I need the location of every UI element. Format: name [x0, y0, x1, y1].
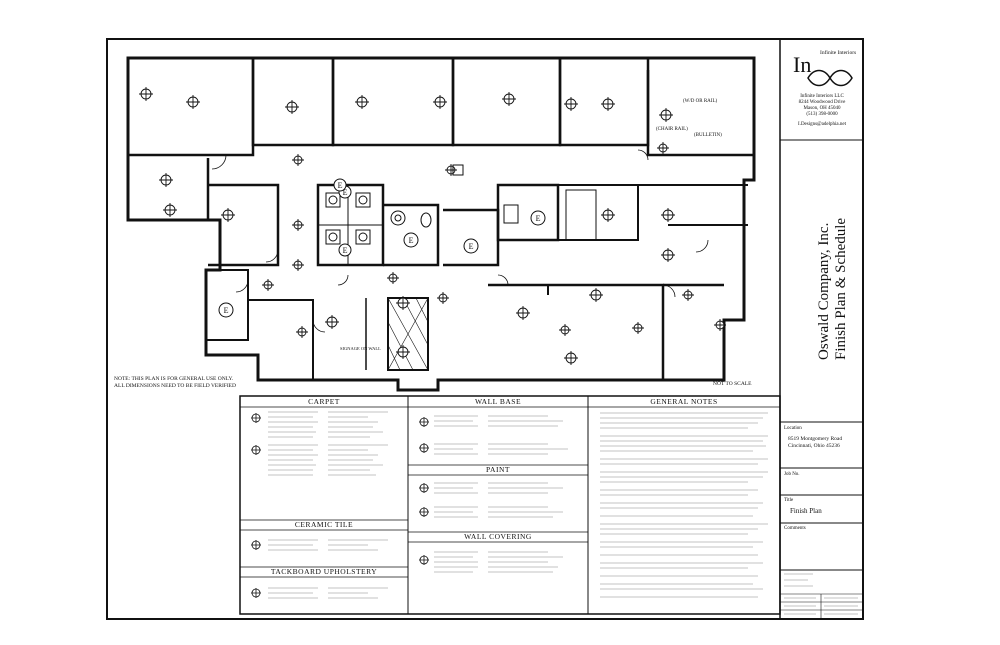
room-mark-label: E	[409, 236, 414, 245]
company-phone: (513) 398-0000	[806, 112, 838, 117]
general-notes-title: GENERAL NOTES	[650, 397, 717, 406]
plan-note-1: NOTE: THIS PLAN IS FOR GENERAL USE ONLY.	[114, 376, 234, 382]
ceramic-tile-title: CERAMIC TILE	[295, 520, 353, 529]
room-mark: E	[218, 302, 234, 318]
room-mark-label: E	[343, 246, 348, 255]
job-number-label: Job No.	[784, 472, 800, 477]
comments-label: Comments	[784, 526, 806, 531]
location-label: Location	[784, 426, 802, 431]
rail-note-2: (CHAIR RAIL)	[656, 127, 688, 132]
sheet-title-label: Title	[784, 498, 794, 503]
floor-plan: E E E E E E E NOTE: THIS PLAN IS FOR GEN…	[114, 40, 862, 618]
wall-base-title: WALL BASE	[475, 397, 521, 406]
location-line-1: 8519 Montgomery Road	[788, 436, 843, 442]
carpet-title: CARPET	[308, 397, 340, 406]
plan-note-2: ALL DIMENSIONS NEED TO BE FIELD VERIFIED	[114, 383, 236, 389]
logo-initial-in: In	[793, 52, 811, 77]
company-address-2: Mason, OH 45040	[803, 106, 841, 111]
drawing-sheet: E E E E E E E NOTE: THIS PLAN IS FOR GEN…	[106, 38, 864, 620]
not-to-scale-note: NOT TO SCALE	[713, 381, 752, 387]
room-mark-label: E	[343, 188, 348, 197]
room-mark: E	[338, 243, 352, 257]
company-address-1: 8244 Woodwood Drive	[798, 100, 846, 105]
tackboard-title: TACKBOARD UPHOLSTERY	[271, 567, 377, 576]
company-name: Infinite Interiors LLC	[800, 94, 844, 99]
room-mark: E	[333, 178, 347, 192]
room-mark-label: E	[338, 181, 343, 190]
signage-note: SIGNAGE ON WALL	[340, 346, 381, 351]
logo-wordmark: Infinite Interiors	[820, 50, 857, 56]
project-title: Oswald Company, Inc. Finish Plan & Sched…	[816, 217, 856, 360]
company-logo: In	[793, 52, 853, 87]
room-mark-label: E	[536, 214, 541, 223]
wall-covering-title: WALL COVERING	[464, 532, 532, 541]
location-line-2: Cincinnati, Ohio 45236	[788, 443, 840, 449]
room-mark-label: E	[224, 306, 229, 315]
room-mark-label: E	[469, 242, 474, 251]
rail-note-1: (W/D OR RAIL)	[683, 99, 717, 104]
project-title-line-2: Finish Plan & Schedule	[833, 217, 849, 360]
room-mark: E	[463, 238, 479, 254]
paint-title: PAINT	[486, 465, 510, 474]
room-mark: E	[403, 232, 419, 248]
rail-note-3: (BULLETIN)	[694, 133, 722, 138]
room-mark: E	[530, 210, 546, 226]
project-title-line-1: Oswald Company, Inc.	[816, 222, 832, 360]
sheet-title: Finish Plan	[790, 507, 822, 515]
company-email: I.Designs@adelphia.net	[798, 122, 846, 127]
